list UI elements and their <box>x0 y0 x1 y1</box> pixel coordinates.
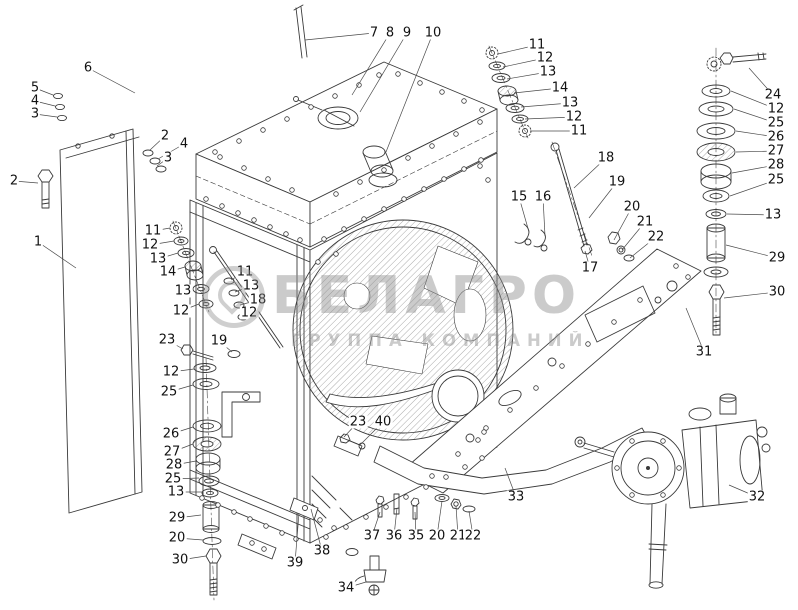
callout-28: 28 <box>766 157 786 173</box>
callout-1: 1 <box>32 234 44 250</box>
callout-25: 25 <box>766 115 786 131</box>
callout-27: 27 <box>162 444 182 460</box>
callout-22: 22 <box>463 528 483 544</box>
callout-25: 25 <box>159 384 179 400</box>
callout-18: 18 <box>248 292 268 308</box>
callout-16: 16 <box>533 189 553 205</box>
callout-31: 31 <box>694 344 714 360</box>
callout-11: 11 <box>569 123 589 139</box>
callout-11: 11 <box>235 264 255 280</box>
callout-20: 20 <box>622 199 642 215</box>
callout-13: 13 <box>148 251 168 267</box>
callout-13: 13 <box>763 207 783 223</box>
callout-3: 3 <box>162 150 174 166</box>
callout-13: 13 <box>166 484 186 500</box>
callout-6: 6 <box>82 60 94 76</box>
callout-14: 14 <box>158 264 178 280</box>
callout-36: 36 <box>384 528 404 544</box>
callout-19: 19 <box>607 174 627 190</box>
callout-35: 35 <box>406 528 426 544</box>
callout-12: 12 <box>535 50 555 66</box>
callout-9: 9 <box>401 25 413 41</box>
callout-19: 19 <box>209 333 229 349</box>
callout-29: 29 <box>167 510 187 526</box>
callout-12: 12 <box>171 303 191 319</box>
callout-25: 25 <box>766 172 786 188</box>
callout-13: 13 <box>173 283 193 299</box>
callout-17: 17 <box>580 260 600 276</box>
callout-23: 23 <box>348 414 368 430</box>
callout-33: 33 <box>506 489 526 505</box>
callout-2: 2 <box>159 128 171 144</box>
callout-14: 14 <box>550 80 570 96</box>
callout-20: 20 <box>167 530 187 546</box>
callout-39: 39 <box>285 555 305 571</box>
callout-4: 4 <box>29 93 41 109</box>
callout-7: 7 <box>368 25 380 41</box>
callout-13: 13 <box>538 64 558 80</box>
callout-24: 24 <box>763 87 783 103</box>
callout-38: 38 <box>312 543 332 559</box>
callout-23: 23 <box>157 332 177 348</box>
callout-40: 40 <box>373 414 393 430</box>
callout-27: 27 <box>766 143 786 159</box>
callout-12: 12 <box>161 364 181 380</box>
callout-34: 34 <box>336 580 356 596</box>
callout-29: 29 <box>767 250 787 266</box>
callout-11: 11 <box>527 37 547 53</box>
callout-21: 21 <box>448 528 468 544</box>
callout-30: 30 <box>767 284 787 300</box>
callout-20: 20 <box>427 528 447 544</box>
callout-4: 4 <box>178 136 190 152</box>
callout-13: 13 <box>560 95 580 111</box>
callout-21: 21 <box>635 214 655 230</box>
callout-8: 8 <box>384 25 396 41</box>
callout-12: 12 <box>766 101 786 117</box>
callout-15: 15 <box>509 189 529 205</box>
callout-12: 12 <box>564 109 584 125</box>
callout-32: 32 <box>747 489 767 505</box>
callout-18: 18 <box>596 150 616 166</box>
callout-3: 3 <box>29 106 41 122</box>
callout-28: 28 <box>164 457 184 473</box>
callout-12: 12 <box>140 237 160 253</box>
callout-5: 5 <box>29 80 41 96</box>
callout-10: 10 <box>423 25 443 41</box>
callout-30: 30 <box>170 552 190 568</box>
callout-22: 22 <box>646 229 666 245</box>
callout-2: 2 <box>8 173 20 189</box>
callout-37: 37 <box>362 528 382 544</box>
callout-26: 26 <box>766 129 786 145</box>
callout-26: 26 <box>161 426 181 442</box>
callout-13: 13 <box>241 278 261 294</box>
callout-12: 12 <box>239 305 259 321</box>
callout-25: 25 <box>163 471 183 487</box>
callout-11: 11 <box>143 223 163 239</box>
